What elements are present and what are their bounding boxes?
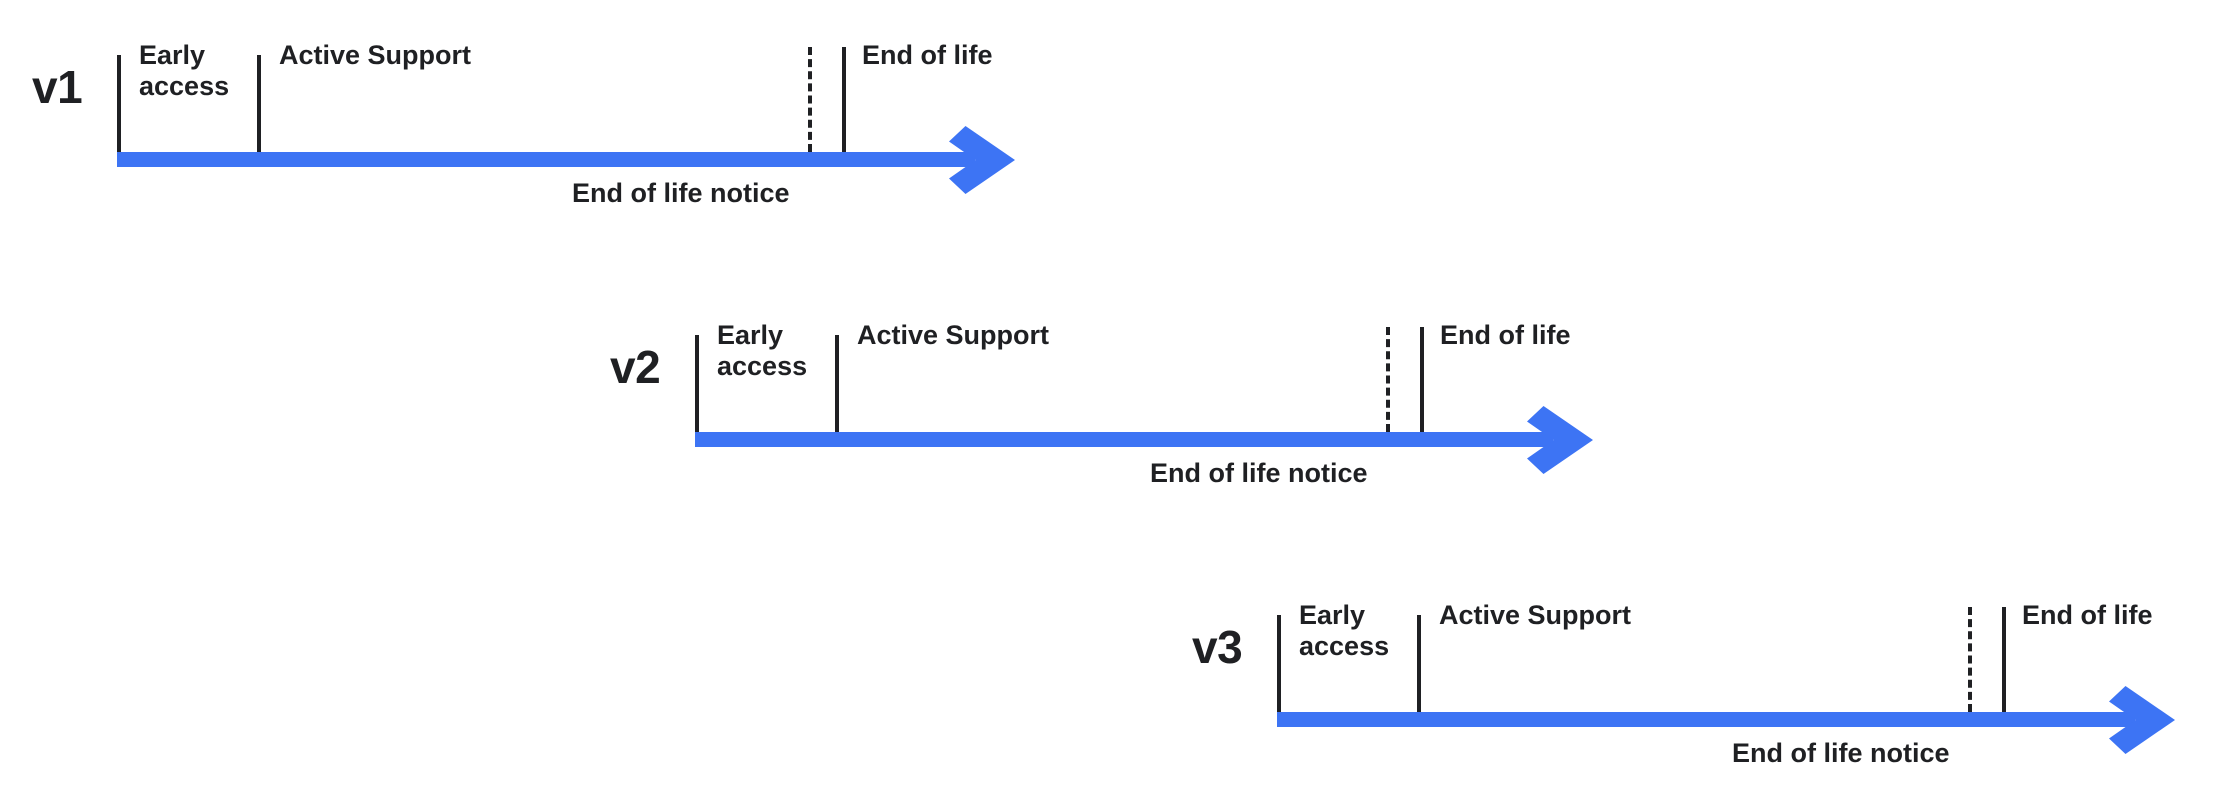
tick-eol-notice-dashed-v1 [808,47,812,152]
tick-early-access-end-v1 [257,55,261,152]
tick-end-of-life-v1 [842,47,846,152]
tick-start-v3 [1277,615,1281,712]
phase-label-active-support-v1: Active Support [279,40,472,70]
phase-label-active-support-v2: Active Support [857,320,1050,350]
tick-early-access-end-v2 [835,335,839,432]
support-bar-v1 [117,152,975,167]
timeline-row-v3: v3 Early access Active Support End of li… [1160,560,2228,780]
timeline-row-v2: v2 Early access Active Support End of li… [578,280,2228,500]
phase-label-early-access-v3: Early access [1299,600,1390,661]
tick-start-v1 [117,55,121,152]
phase-label-end-of-life-v1: End of life [862,40,993,70]
tick-end-of-life-v3 [2002,607,2006,712]
phase-label-early-access-v2: Early access [717,320,808,381]
tick-end-of-life-v2 [1420,327,1424,432]
phase-label-early-access-v1: Early access [139,40,230,101]
phase-label-end-of-life-v3: End of life [2022,600,2153,630]
support-bar-v2 [695,432,1553,447]
version-label-v3: v3 [1192,621,1243,673]
notice-label-v1: End of life notice [572,178,790,208]
timeline-row-v1: v1 Early access Active Support End of li… [0,0,2228,220]
tick-early-access-end-v3 [1417,615,1421,712]
arrow-right-icon-v1 [949,126,1015,194]
notice-label-v3: End of life notice [1732,738,1950,768]
tick-eol-notice-dashed-v3 [1968,607,1972,712]
notice-label-v2: End of life notice [1150,458,1368,488]
version-label-v1: v1 [32,61,83,113]
phase-label-end-of-life-v2: End of life [1440,320,1571,350]
tick-eol-notice-dashed-v2 [1386,327,1390,432]
version-label-v2: v2 [610,341,661,393]
arrow-right-icon-v3 [2109,686,2175,754]
support-bar-v3 [1277,712,2135,727]
arrow-right-icon-v2 [1527,406,1593,474]
phase-label-active-support-v3: Active Support [1439,600,1632,630]
tick-start-v2 [695,335,699,432]
